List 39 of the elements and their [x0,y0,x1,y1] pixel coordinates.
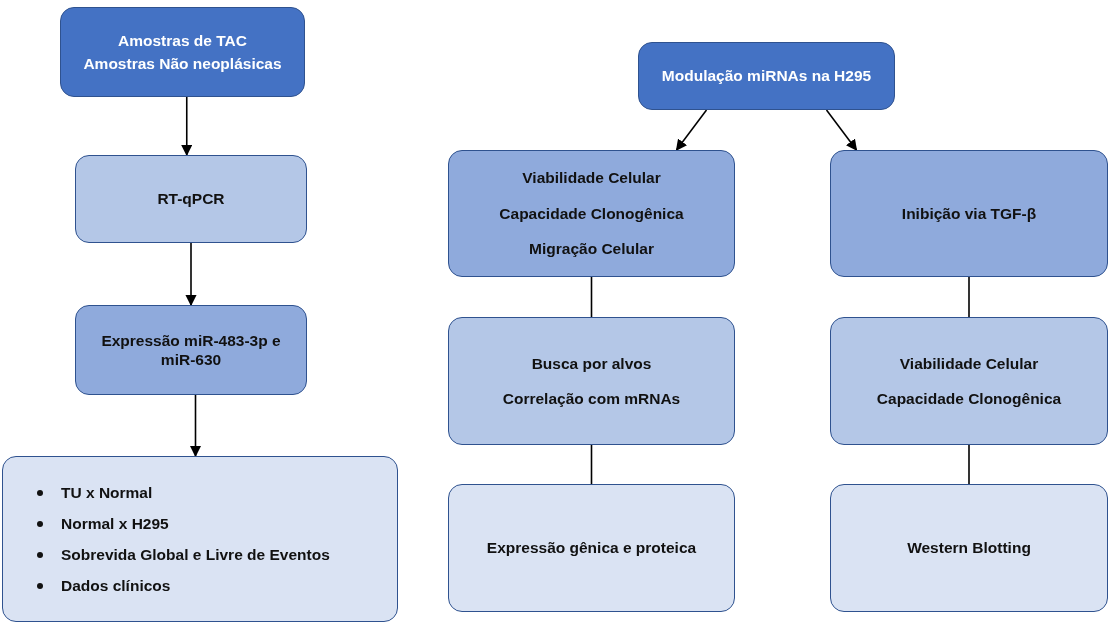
process-box [830,150,1108,277]
list-item: Normal x H295 [61,514,169,533]
process-box [638,42,895,110]
process-box [60,7,305,97]
box-text: Western Blotting [907,538,1031,558]
arrow [675,109,708,151]
process-box [830,317,1108,445]
box-text: Busca por alvos [531,353,652,373]
box-text: Inibição via TGF-β [901,203,1037,224]
arrow [185,242,197,307]
box-text: RT-qPCR [157,189,225,209]
list-item: TU x Normal [61,483,153,502]
process-box [448,484,735,612]
box-text: Amostras de TAC [118,30,247,50]
box-text: Capacidade Clonogênica [499,203,684,224]
box-text: Expressão miR-483-3p e miR-630 [100,330,282,370]
process-box [448,317,735,445]
box-text: Viabilidade Celular [522,168,661,188]
arrow [181,96,193,157]
connector-line [968,444,970,485]
box-text: Modulação miRNAs na H295 [661,66,872,86]
arrow [189,394,202,458]
connector-line [968,276,970,318]
arrow [825,109,858,151]
connector-line [590,276,593,318]
list-item: Dados clínicos [61,576,171,595]
process-box [75,305,307,395]
box-text: Capacidade Clonogênica [876,389,1062,409]
box-text: Amostras Não neoplásicas [83,54,282,74]
process-box [448,150,735,277]
box-text: Correlação com mRNAs [502,389,681,409]
box-text: Expressão gênica e proteica [486,538,697,558]
list-box [2,456,398,622]
process-box [75,155,307,243]
process-box [830,484,1108,612]
box-text: Viabilidade Celular [899,353,1039,373]
box-text: Migração Celular [529,239,654,259]
list-item: Sobrevida Global e Livre de Eventos [61,545,330,564]
connector-line [590,444,593,485]
